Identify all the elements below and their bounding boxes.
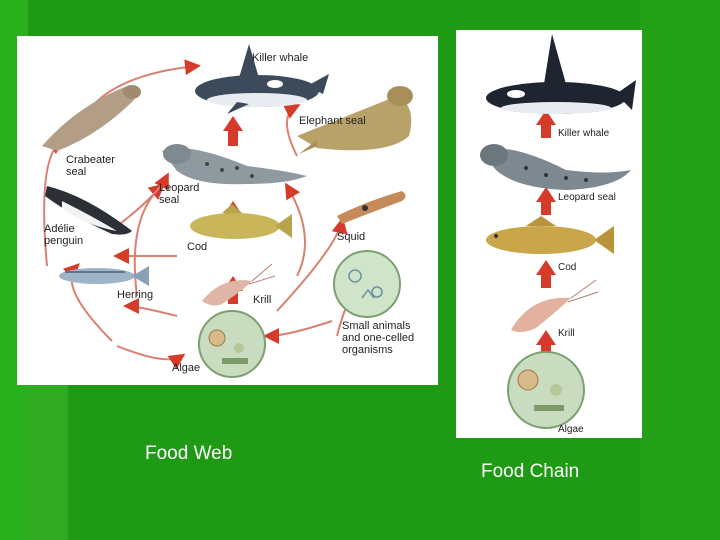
label-crabeater-seal-line2: seal [66, 166, 87, 178]
squid-icon [337, 191, 406, 224]
label-adelie-penguin-line2: penguin [44, 235, 84, 247]
food-web-caption: Food Web [145, 443, 233, 464]
label-krill: Krill [253, 294, 272, 306]
food-chain-caption: Food Chain [481, 461, 580, 482]
label-adelie-penguin-line1: Adélie [44, 223, 75, 235]
food-chain-panel: Killer whale Leopard seal Cod Krill Alga… [456, 30, 642, 438]
label-crabeater-seal-line1: Crabeater [66, 154, 115, 166]
elephant-seal-icon [297, 86, 413, 154]
right-stripe [640, 0, 720, 540]
small-animals-icon [333, 250, 401, 318]
chain-label-cod: Cod [558, 262, 577, 273]
lower-stripe [28, 380, 68, 540]
label-cod: Cod [187, 241, 208, 253]
food-web-panel: Killer whale Elephant seal Crabeater sea… [17, 36, 438, 385]
chain-krill-icon [511, 279, 599, 333]
crabeater-seal-icon [42, 85, 141, 151]
label-small-animals-line3: organisms [342, 344, 393, 356]
label-squid: Squid [337, 231, 366, 243]
adelie-penguin-icon [45, 186, 132, 235]
leopard-seal-icon [162, 144, 307, 185]
chain-label-krill: Krill [558, 328, 575, 339]
chain-cod-icon [486, 216, 614, 254]
chain-label-algae: Algae [558, 424, 584, 435]
cod-icon [190, 204, 292, 239]
krill-icon [202, 263, 276, 306]
label-leopard-seal-line2: seal [159, 194, 180, 206]
food-web-diagram [42, 44, 413, 378]
chain-label-killer-whale: Killer whale [558, 128, 610, 139]
chain-algae-icon [507, 351, 585, 429]
label-elephant-seal: Elephant seal [299, 115, 366, 127]
label-small-animals-line2: and one-celled [342, 332, 415, 344]
label-algae: Algae [172, 362, 201, 374]
chain-killer-whale-icon [486, 34, 636, 114]
chain-leopard-seal-icon [480, 144, 631, 190]
chain-arrows [536, 110, 556, 356]
chain-label-leopard-seal: Leopard seal [558, 192, 616, 203]
label-leopard-seal-line1: Leopard [159, 182, 200, 194]
food-chain-diagram [480, 34, 636, 429]
killer-whale-icon [195, 44, 329, 114]
algae-icon [198, 310, 266, 378]
label-killer-whale: Killer whale [252, 52, 309, 64]
herring-icon [59, 266, 149, 286]
label-herring: Herring [117, 289, 154, 301]
label-small-animals-line1: Small animals [342, 320, 411, 332]
